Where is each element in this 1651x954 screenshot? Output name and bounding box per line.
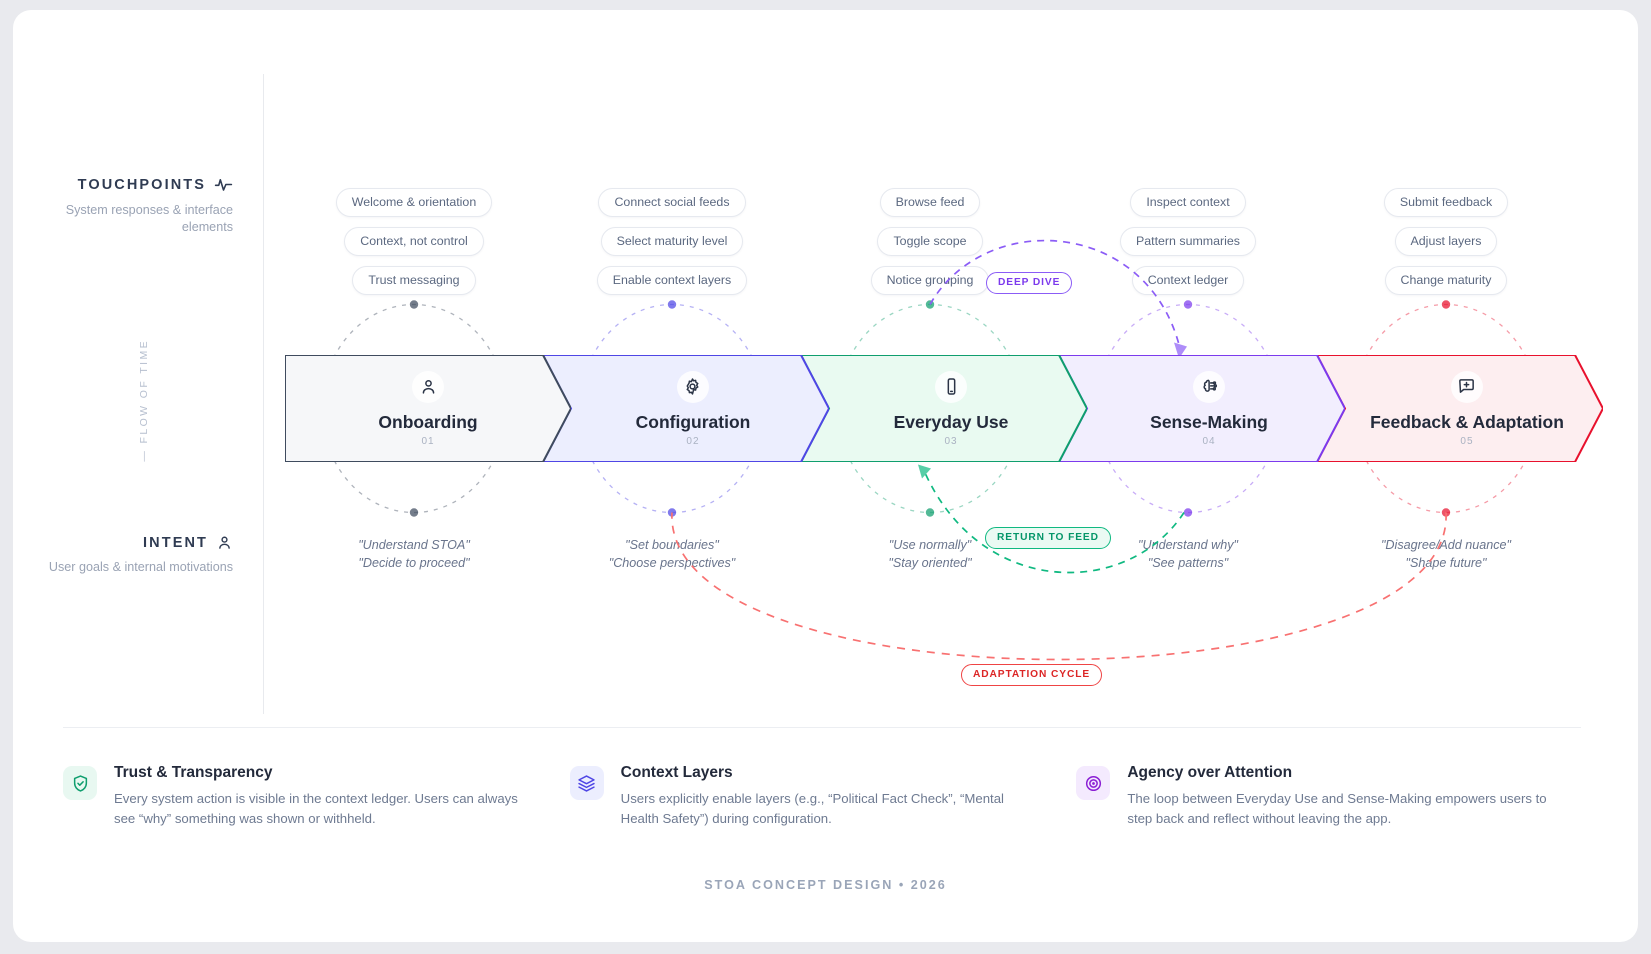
touchpoint-pill[interactable]: Enable context layers [596, 266, 748, 295]
principle-body: The loop between Everyday Use and Sense-… [1127, 791, 1547, 827]
intent-column-05: "Disagree/Add nuance" "Shape future" [1331, 537, 1561, 573]
touchpoint-pill[interactable]: Inspect context [1130, 188, 1246, 217]
footer-credit: STOA CONCEPT DESIGN • 2026 [704, 878, 947, 892]
layers-icon [569, 766, 604, 800]
message-plus-icon [1450, 370, 1483, 403]
touchpoints-rail: TOUCHPOINTS System responses & interface… [33, 175, 233, 235]
footer-divider [63, 727, 1581, 728]
intent-quote: "Set boundaries" [625, 538, 719, 552]
principle-body: Every system action is visible in the co… [114, 791, 518, 827]
flow-of-time-axis: — FLOW OF TIME [131, 320, 157, 480]
user-icon [216, 534, 233, 551]
stage-number: 01 [421, 435, 435, 447]
shield-check-icon [63, 766, 97, 800]
touchpoints-rail-subtitle: System responses & interface elements [65, 203, 233, 234]
principle-title: Trust & Transparency [114, 764, 273, 781]
stage-number: 05 [1460, 435, 1474, 447]
principle-body: Users explicitly enable layers (e.g., “P… [620, 791, 1004, 827]
flow-of-time-label: — FLOW OF TIME [138, 338, 150, 462]
stage-label: Sense-Making [1150, 411, 1268, 432]
stage-chevron-shape [543, 355, 829, 462]
stage-02[interactable]: Configuration 02 [543, 355, 829, 462]
principle-title: Context Layers [620, 764, 733, 781]
touchpoint-pill[interactable]: Context, not control [344, 227, 484, 256]
touchpoints-rail-label: TOUCHPOINTS [77, 176, 206, 193]
touchpoint-pill[interactable]: Submit feedback [1383, 188, 1509, 217]
touchpoint-pill[interactable]: Toggle scope [877, 227, 983, 256]
brain-icon [1193, 370, 1225, 403]
touchpoint-pill[interactable]: Welcome & orientation [335, 188, 493, 217]
stage-label: Feedback & Adaptation [1370, 411, 1564, 432]
stage-chevron-shape [285, 355, 571, 462]
smartphone-icon [935, 370, 967, 403]
intent-quote: "Choose perspectives" [608, 555, 736, 570]
touchpoint-pill[interactable]: Connect social feeds [598, 188, 746, 217]
stage-05[interactable]: Feedback & Adaptation 05 [1317, 355, 1603, 462]
user-icon [412, 370, 444, 403]
intent-quote: "Shape future" [1405, 555, 1487, 570]
intent-rail-label: INTENT [143, 534, 208, 551]
stage-chevron-shape [1059, 355, 1345, 462]
intent-quote: "Understand STOA" [358, 538, 470, 552]
touchpoint-pill[interactable]: Context ledger [1131, 266, 1245, 295]
intent-quote: "Disagree/Add nuance" [1380, 538, 1512, 552]
stage-number: 02 [686, 435, 700, 447]
rail-divider [263, 74, 264, 714]
stage-number: 03 [944, 435, 958, 447]
eye-target-icon [1076, 766, 1111, 800]
touchpoint-pill[interactable]: Pattern summaries [1120, 227, 1256, 256]
stage-chevron-shape [1317, 355, 1603, 462]
loop-badge-deep-dive[interactable]: DEEP DIVE [986, 272, 1073, 294]
intent-column-01: "Understand STOA" "Decide to proceed" [299, 537, 529, 573]
principle-title: Agency over Attention [1127, 764, 1293, 781]
loop-badge-return-to-feed[interactable]: RETURN TO FEED [985, 527, 1111, 549]
gear-icon [676, 370, 709, 403]
intent-rail: INTENT User goals & internal motivations [33, 534, 233, 576]
stage-label: Everyday Use [893, 411, 1009, 432]
touchpoint-pill[interactable]: Trust messaging [352, 266, 476, 295]
touchpoints-rail-title: TOUCHPOINTS [33, 175, 233, 194]
touchpoint-pill[interactable]: Change maturity [1384, 266, 1508, 295]
intent-quote: "See patterns" [1147, 555, 1229, 570]
intent-quote: "Stay oriented" [888, 555, 972, 570]
touchpoint-pill[interactable]: Select maturity level [600, 227, 744, 256]
touchpoint-pill[interactable]: Browse feed [879, 188, 981, 217]
stage-label: Onboarding [378, 411, 478, 432]
stage-number: 04 [1202, 435, 1216, 447]
intent-rail-subtitle: User goals & internal motivations [48, 560, 233, 574]
stage-chevron-shape [801, 355, 1087, 462]
touchpoint-pill[interactable]: Adjust layers [1394, 227, 1498, 256]
stage-04[interactable]: Sense-Making 04 [1059, 355, 1345, 462]
loop-badge-adaptation-cycle[interactable]: ADAPTATION CYCLE [961, 664, 1103, 686]
journey-map-canvas: TOUCHPOINTS System responses & interface… [13, 10, 1638, 942]
stage-03[interactable]: Everyday Use 03 [801, 355, 1087, 462]
stage-band: Onboarding 01 Configuration 02 Everyday Use 0… [285, 355, 1603, 462]
intent-rail-title: INTENT [33, 534, 233, 551]
touchpoint-pill[interactable]: Notice grouping [870, 266, 990, 295]
intent-column-02: "Set boundaries" "Choose perspectives" [557, 537, 787, 573]
stage-label: Configuration [635, 411, 751, 432]
activity-pulse-icon [214, 175, 233, 194]
intent-quote: "Decide to proceed" [358, 555, 470, 570]
stage-01[interactable]: Onboarding 01 [285, 355, 571, 462]
